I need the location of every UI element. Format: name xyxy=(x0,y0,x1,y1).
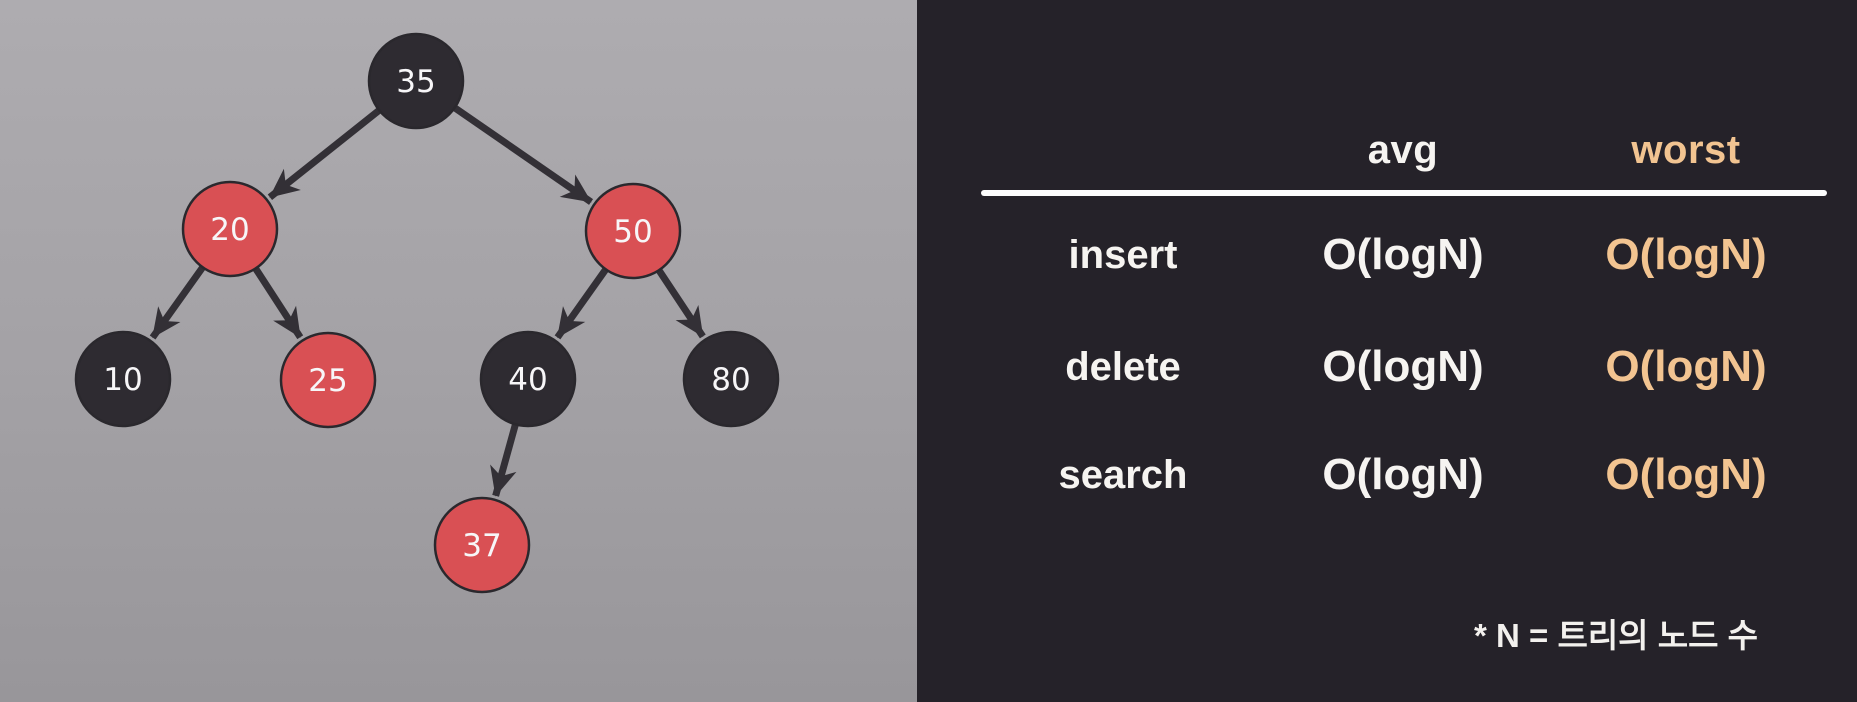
table-row: delete O(logN) O(logN) xyxy=(917,335,1857,399)
insert-avg-value: O(logN) xyxy=(1322,230,1484,279)
tree-edge-20-25 xyxy=(251,264,304,340)
footnote-node-count: * N = 트리의 노드 수 xyxy=(1474,617,1758,654)
insert-worst-value: O(logN) xyxy=(1605,230,1767,279)
tree-node-value: 80 xyxy=(711,362,750,398)
header-divider xyxy=(981,190,1827,196)
tree-node-20: 20 xyxy=(181,180,279,278)
table-header-row: avg worst xyxy=(917,118,1857,182)
search-avg-value: O(logN) xyxy=(1322,450,1484,499)
tree-node-value: 40 xyxy=(508,362,547,398)
tree-edge-20-10 xyxy=(149,263,207,340)
tree-edge-35-50 xyxy=(451,103,594,205)
tree-node-value: 37 xyxy=(462,528,501,564)
tree-node-80: 80 xyxy=(682,330,780,428)
tree-node-40: 40 xyxy=(479,330,577,428)
delete-avg-value: O(logN) xyxy=(1322,342,1484,391)
table-row: insert O(logN) O(logN) xyxy=(917,223,1857,287)
tree-node-value: 50 xyxy=(613,214,652,250)
tree-node-value: 10 xyxy=(103,362,142,398)
tree-node-10: 10 xyxy=(74,330,172,428)
tree-node-value: 35 xyxy=(396,64,435,100)
tree-node-50: 50 xyxy=(584,182,682,280)
tree-node-37: 37 xyxy=(433,496,531,594)
tree-edge-50-80 xyxy=(654,266,706,339)
search-worst-value: O(logN) xyxy=(1605,450,1767,499)
tree-edge-35-20 xyxy=(267,106,383,200)
row-label-search: search xyxy=(1058,452,1188,497)
tree-node-25: 25 xyxy=(279,331,377,429)
col-header-avg: avg xyxy=(1367,127,1439,172)
col-header-worst: worst xyxy=(1631,127,1741,172)
tree-node-35: 35 xyxy=(367,32,465,130)
tree-node-value: 20 xyxy=(210,212,249,248)
tree-edge-40-37 xyxy=(490,421,520,497)
red-black-tree-diagram: 35 20 50 10 25 40 80 37 xyxy=(74,32,780,594)
row-label-delete: delete xyxy=(1065,344,1181,389)
delete-worst-value: O(logN) xyxy=(1605,342,1767,391)
tree-edge-50-40 xyxy=(554,265,610,340)
tree-panel: 35 20 50 10 25 40 80 37 xyxy=(0,0,917,702)
row-label-insert: insert xyxy=(1068,232,1178,277)
table-row: search O(logN) O(logN) xyxy=(917,443,1857,507)
tree-node-value: 25 xyxy=(308,363,347,399)
complexity-panel: avg worst insert O(logN) O(logN) delete … xyxy=(917,0,1857,702)
